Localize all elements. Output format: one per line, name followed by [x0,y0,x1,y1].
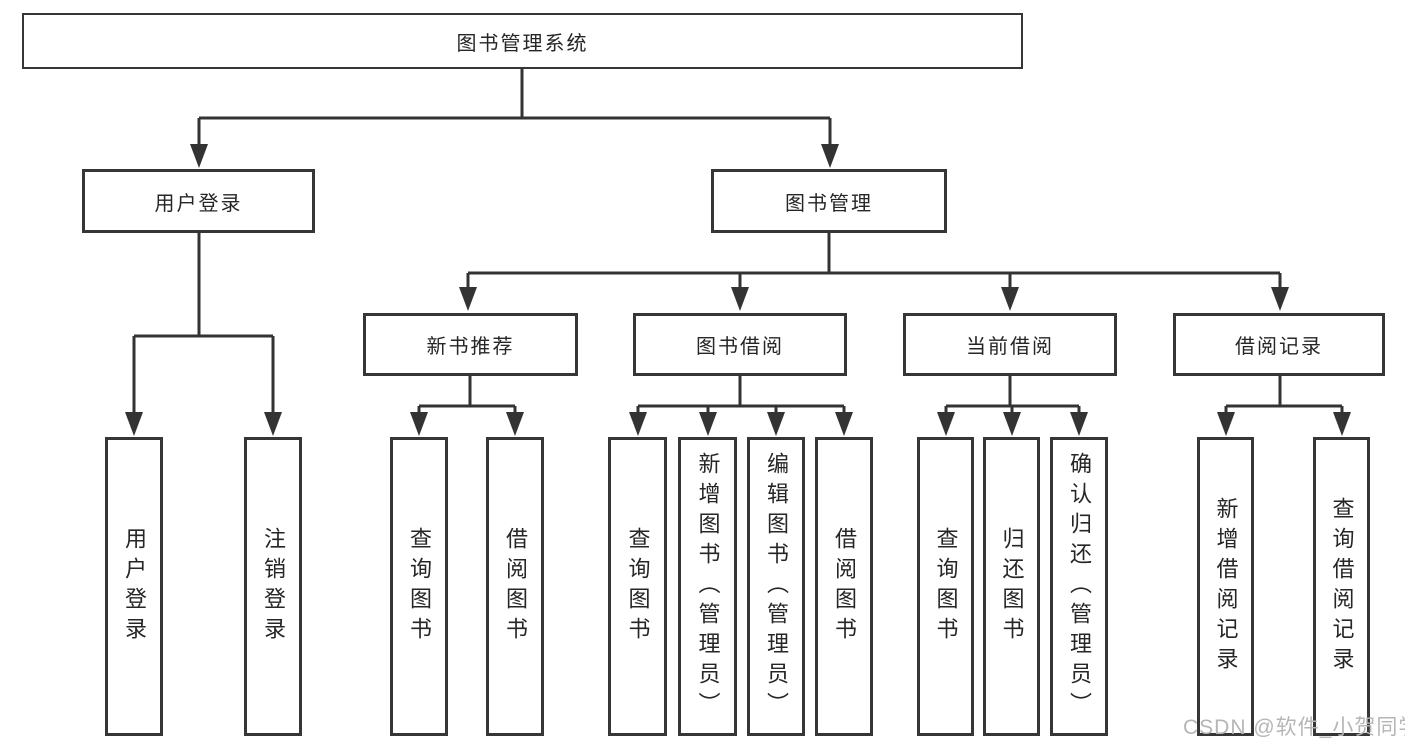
leaf-add-borrow-record: 新增借阅记录 [1197,437,1254,736]
connector-newbooks-to-leaves [417,376,517,414]
leaf-logout: 注销登录 [244,437,302,736]
leaf-label: 查询图书 [933,526,959,647]
leaf-label: 新增借阅记录 [1213,496,1239,677]
node-label: 新书推荐 [426,336,515,358]
leaf-label: 编辑图书（管理员） [764,451,789,722]
leaf-label: 查询借阅记录 [1329,496,1355,677]
leaf-confirm-return-admin: 确认归还（管理员） [1050,437,1108,736]
leaf-add-book-admin: 新增图书（管理员） [678,437,737,736]
connector-currentborrow-to-leaves [944,376,1081,414]
leaf-label: 查询图书 [625,526,651,647]
node-book-management: 图书管理 [711,169,947,233]
csdn-watermark: CSDN @软件_小贺同学 [1183,716,1405,739]
node-borrowing-records: 借阅记录 [1173,313,1385,376]
arrowheads-userlogin-leaves [125,412,282,436]
arrowheads-currentborrow-leaves [937,412,1088,436]
node-book-borrowing: 图书借阅 [633,313,847,376]
node-label: 图书借阅 [696,336,784,358]
connector-borrowrecords-to-leaves [1224,376,1344,414]
node-current-borrowing: 当前借阅 [903,313,1117,376]
leaf-label: 注销登录 [261,526,286,647]
leaf-user-login: 用户登录 [105,437,163,736]
leaf-label: 查询图书 [407,526,432,647]
connector-bookborrow-to-leaves [636,376,846,414]
connector-root-to-level2 [197,69,832,148]
leaf-borrow-books: 借阅图书 [815,437,873,736]
leaf-query-borrow-record: 查询借阅记录 [1313,437,1370,736]
node-label: 当前借阅 [966,336,1054,358]
leaf-query-books-borrow: 查询图书 [608,437,667,736]
arrowheads-bookborrow-leaves [629,412,853,436]
leaf-query-books-current: 查询图书 [917,437,974,736]
arrowheads-borrowrecords-leaves [1217,412,1351,436]
leaf-label: 用户登录 [122,526,147,647]
arrowheads-level3 [459,287,1289,311]
leaf-query-books-recommend: 查询图书 [390,437,448,736]
arrowheads-newbooks-leaves [410,412,524,436]
node-user-login: 用户登录 [82,169,315,233]
leaf-label: 新增图书（管理员） [695,451,721,722]
leaf-label: 借阅图书 [503,526,528,647]
node-label: 图书管理 [785,192,873,215]
node-new-book-recommendation: 新书推荐 [363,313,578,376]
connector-userlogin-to-leaves [132,233,275,414]
leaf-label: 确认归还（管理员） [1067,451,1092,722]
leaf-label: 归还图书 [999,526,1025,647]
leaf-label: 借阅图书 [832,526,857,647]
node-root-library-system: 图书管理系统 [22,13,1023,69]
node-label: 用户登录 [154,192,243,215]
arrowheads-level2 [190,144,839,168]
leaf-borrow-books-recommend: 借阅图书 [486,437,544,736]
node-label: 借阅记录 [1235,336,1323,358]
connector-bookmgmt-to-level3 [466,233,1282,290]
node-label: 图书管理系统 [456,32,589,55]
leaf-return-book: 归还图书 [983,437,1040,736]
leaf-edit-book-admin: 编辑图书（管理员） [747,437,805,736]
